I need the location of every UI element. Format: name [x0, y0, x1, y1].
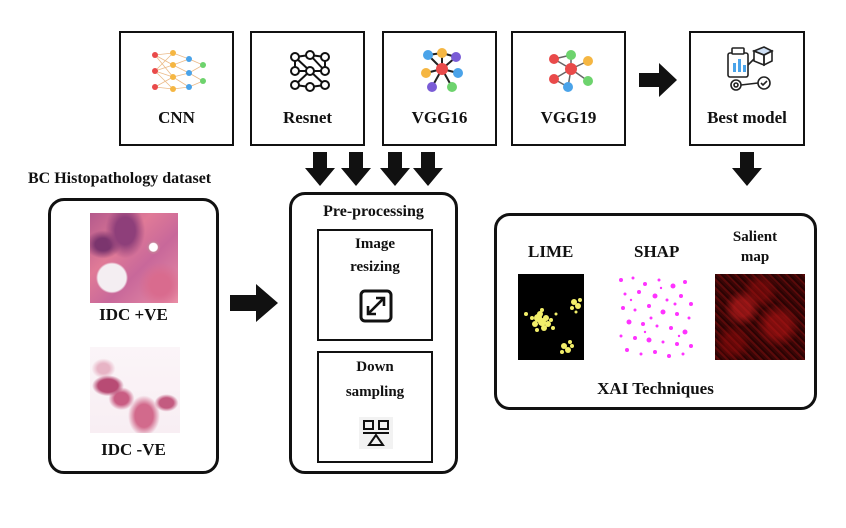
- model-box-vgg16: VGG16: [382, 31, 497, 146]
- down-sampling-icon: [359, 417, 393, 449]
- best-model-box: Best model: [689, 31, 805, 146]
- down-sampling-box: Down sampling: [317, 351, 433, 463]
- model-label-resnet: Resnet: [282, 108, 333, 127]
- lime-label: LIME: [528, 242, 574, 261]
- salient-heatmap: [715, 274, 805, 360]
- best-model-label: Best model: [707, 108, 787, 127]
- salient-label-line1: Salient: [732, 229, 778, 245]
- idc-positive-label: IDC +VE: [99, 305, 168, 324]
- model-box-resnet: Resnet: [250, 31, 365, 146]
- model-box-vgg19: VGG19: [511, 31, 626, 146]
- xai-box: LIME SHAP Salient map: [494, 213, 817, 410]
- shap-heatmap: [615, 274, 697, 360]
- right-arrow-icon: [639, 63, 677, 97]
- model-selection-icon: [727, 46, 774, 91]
- idc-negative-image: [90, 347, 180, 433]
- model-label-cnn: CNN: [158, 108, 195, 127]
- dataset-title: BC Histopathology dataset: [28, 170, 212, 187]
- image-resizing-label-line2: resizing: [350, 259, 400, 275]
- lime-heatmap: [518, 274, 584, 360]
- shap-label: SHAP: [634, 242, 680, 261]
- idc-negative-label: IDC -VE: [101, 440, 166, 459]
- model-label-vgg16: VGG16: [411, 108, 468, 127]
- down-arrow-icon: [341, 152, 371, 186]
- preprocessing-box: Pre-processing Image resizing Down sampl…: [289, 192, 458, 474]
- down-sampling-label-line2: sampling: [345, 384, 405, 400]
- down-arrow-icon: [305, 152, 335, 186]
- preprocessing-title: Pre-processing: [323, 203, 424, 220]
- down-arrow-icon: [732, 152, 762, 186]
- down-arrow-icon: [380, 152, 410, 186]
- colorful-graph-icon: [549, 50, 593, 92]
- image-resizing-box: Image resizing: [317, 229, 433, 341]
- colorful-graph-icon: [421, 48, 463, 92]
- down-sampling-label-line1: Down: [356, 359, 394, 375]
- model-label-vgg19: VGG19: [540, 108, 597, 127]
- network-graph-icon: [290, 50, 330, 92]
- image-resizing-label-line1: Image: [355, 236, 395, 252]
- down-arrow-icon: [413, 152, 443, 186]
- resize-icon: [359, 289, 393, 323]
- xai-title: XAI Techniques: [597, 379, 714, 398]
- neural-network-icon: [152, 50, 206, 92]
- right-arrow-icon: [230, 284, 278, 322]
- salient-label-line2: map: [740, 249, 770, 265]
- dataset-box: IDC +VE IDC -VE: [48, 198, 219, 474]
- model-box-cnn: CNN: [119, 31, 234, 146]
- idc-positive-image: [90, 213, 178, 303]
